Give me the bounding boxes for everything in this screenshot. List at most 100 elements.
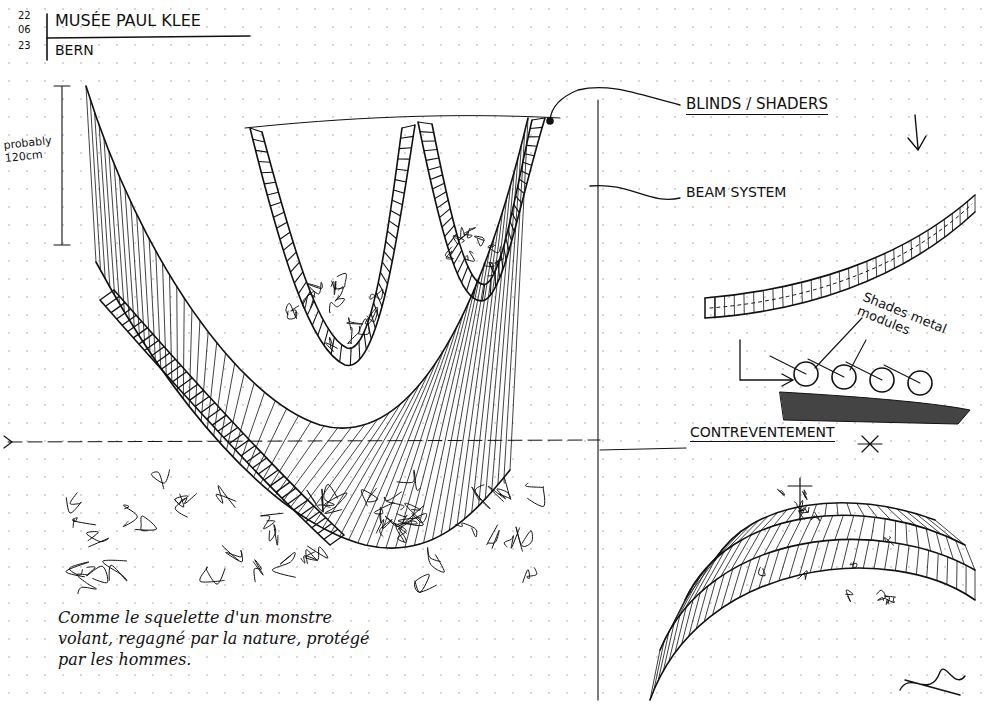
blind-hatch	[144, 340, 158, 350]
blind-hatch	[517, 188, 524, 194]
facade-hatch	[268, 422, 311, 490]
foliage	[472, 485, 490, 509]
blind-hatch	[167, 365, 181, 375]
dimension-line	[54, 86, 70, 245]
facade-hatch	[298, 425, 365, 513]
blind-hatch	[526, 145, 536, 147]
facade-hatch	[233, 383, 254, 457]
beam-hatch	[753, 292, 754, 313]
foliage	[376, 519, 392, 536]
beam-hatch	[952, 214, 953, 232]
foliage	[222, 545, 243, 562]
foliage	[759, 567, 766, 576]
arrow-mark	[908, 115, 926, 150]
blind-hatch	[207, 409, 221, 419]
blind-hatch	[454, 250, 462, 264]
arch-hatch	[936, 532, 942, 555]
foliage	[487, 262, 494, 276]
foliage	[414, 574, 436, 592]
beam-detail	[705, 298, 715, 318]
arch-band	[715, 503, 935, 560]
blind-hatch	[267, 192, 278, 195]
blind-hatch	[519, 179, 526, 184]
facade-hatch	[109, 151, 120, 304]
blind-hatch	[117, 309, 131, 319]
blind-hatch	[392, 200, 402, 204]
blind-hatch	[495, 271, 496, 287]
blind-hatch	[514, 205, 520, 213]
arch-hatch	[704, 580, 716, 622]
foliage	[523, 567, 537, 582]
blind-hatch	[288, 494, 302, 504]
sketch-title: MUSÉE PAUL KLEE	[55, 12, 201, 30]
arch-hatch	[831, 540, 839, 570]
blind-hatch	[122, 315, 136, 325]
blind-hatch	[273, 212, 284, 217]
blind-hatch	[398, 158, 410, 159]
beam-hatch	[967, 201, 968, 218]
blind-hatch	[161, 359, 175, 369]
foliage	[487, 525, 499, 549]
blind-hatch	[318, 320, 323, 336]
arch-hatch	[956, 561, 957, 589]
blind-hatch	[530, 127, 542, 128]
arch-hatch	[727, 525, 751, 550]
facade-hatch	[414, 289, 474, 546]
blind-hatch	[133, 328, 147, 338]
blind-hatch	[280, 232, 290, 239]
foliage	[325, 493, 347, 514]
foliage	[445, 247, 453, 259]
foliage	[269, 525, 278, 546]
foliage	[361, 488, 377, 506]
beam-hatch	[848, 268, 850, 288]
beam-hatch	[763, 290, 764, 311]
annotation-label: CONTREVENTEMENT	[690, 424, 835, 442]
beam-detail	[705, 212, 975, 318]
blind-hatch	[229, 434, 243, 444]
foliage	[845, 590, 853, 602]
blind-hatch	[111, 303, 125, 313]
arch-hatch	[693, 558, 716, 600]
foliage	[526, 483, 545, 507]
foliage	[877, 590, 886, 601]
facade-hatch	[195, 321, 200, 414]
beam-hatch	[772, 289, 774, 310]
arch-hatch	[764, 524, 781, 555]
beam-hatch	[893, 249, 895, 268]
blind-hatch	[523, 162, 532, 165]
beam-hatch	[866, 261, 868, 281]
arch-hatch	[835, 515, 843, 540]
foliage	[66, 562, 89, 577]
facade-hatch	[240, 392, 265, 464]
blind-hatch	[482, 284, 484, 300]
blind-hatch	[435, 192, 447, 199]
foliage	[358, 319, 369, 335]
facade-hatch	[176, 286, 178, 391]
leader-line	[815, 318, 866, 370]
star-mark	[858, 436, 882, 452]
blind-hatch	[139, 334, 153, 344]
blind-hatch	[156, 353, 170, 363]
foliage	[200, 567, 225, 584]
arch-hatch	[874, 541, 879, 569]
arch-hatch	[966, 565, 967, 594]
facade-hatch	[119, 177, 129, 320]
facade-hatch	[358, 362, 436, 543]
arch-hatch	[821, 540, 829, 571]
arch-hatch	[975, 570, 976, 600]
blind-hatch	[391, 211, 401, 217]
facade-hatch	[114, 164, 124, 312]
arch-hatch	[895, 543, 899, 570]
foliage	[72, 518, 96, 528]
beam-hatch	[857, 265, 859, 285]
leader-line	[550, 88, 680, 120]
facade-hatch	[441, 250, 489, 535]
blind-hatch	[294, 272, 303, 283]
arch-hatch	[956, 540, 965, 564]
arch-band	[650, 568, 975, 700]
annotation-label: BERN	[55, 42, 94, 58]
facade-hatch	[432, 263, 484, 539]
facade-hatch	[163, 263, 167, 376]
beam-hatch	[975, 195, 976, 212]
facade-hatch	[367, 350, 444, 545]
